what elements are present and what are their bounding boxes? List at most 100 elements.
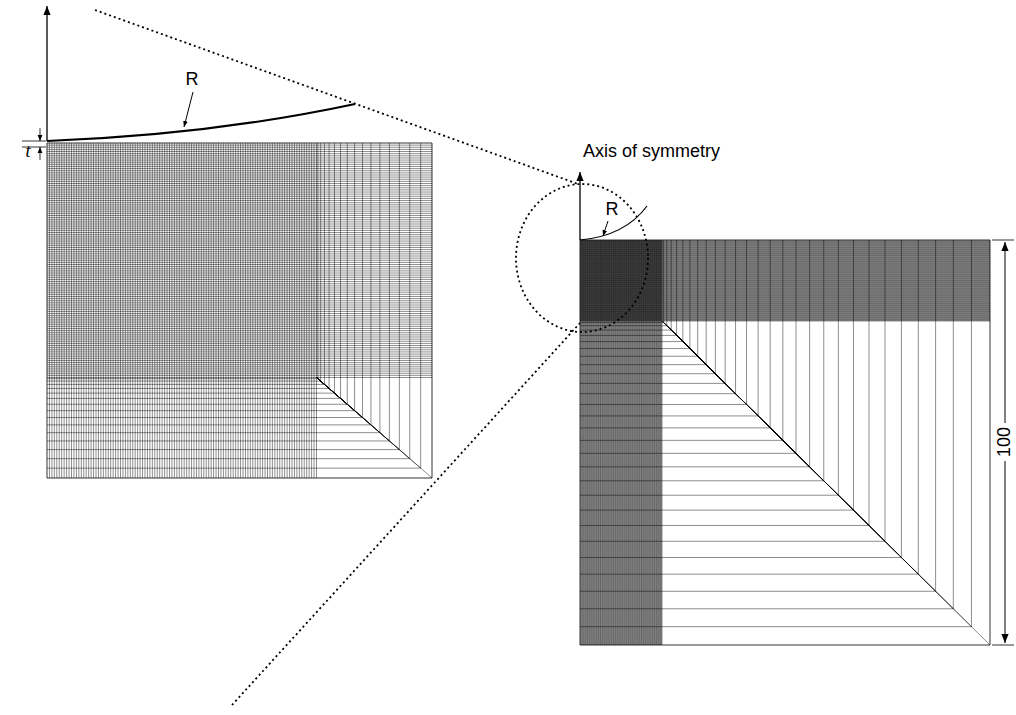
mesh-line [47,192,432,193]
mesh-line [580,321,990,322]
mesh-line [220,143,221,478]
mesh-line [47,168,432,169]
mesh-line [580,310,990,311]
mesh-line [642,240,643,645]
mesh-line [580,309,990,310]
mesh-line [213,143,214,478]
mesh-line [655,240,656,645]
mesh-line [47,147,432,148]
mesh-line [580,302,990,303]
mesh-line [243,143,244,478]
mesh-line [47,307,432,308]
mesh-line [142,143,143,478]
mesh-line [169,143,170,478]
axis-label: Axis of symmetry [583,142,720,162]
dimension-arrow [40,128,41,141]
mesh-line [233,143,234,478]
mesh-line [47,339,432,340]
mesh-line [47,324,432,325]
mesh-line [47,296,432,297]
mesh-line [257,143,258,478]
mesh-line [648,240,649,645]
mesh-line [47,319,432,320]
mesh-line [646,240,647,645]
mesh-line [47,170,432,171]
mesh-line [47,189,432,190]
radius-label: R [186,70,199,90]
mesh-line [76,143,77,478]
mesh-line [127,143,128,478]
mesh-line [650,240,651,645]
mesh-line [47,273,432,274]
mesh-line [47,174,432,175]
mesh-line [47,219,432,220]
mesh-line [279,143,280,478]
mesh-line [66,143,67,478]
mesh-line [47,292,432,293]
mesh-line [47,356,432,357]
mesh-line [580,305,990,306]
dimension-tick [992,645,1014,646]
mesh-line [47,255,432,256]
mesh-line [216,143,217,478]
mesh-line [292,143,293,478]
leader-line [603,221,608,236]
mesh-line [147,143,148,478]
full-mesh [580,240,990,645]
mesh-line [47,143,432,478]
mesh-line [580,317,990,318]
mesh-line [580,306,990,307]
mesh-line [130,143,131,478]
mesh-line [282,143,283,478]
mesh-line [47,196,432,197]
mesh-line [47,143,329,388]
mesh-line [649,240,650,645]
mesh-line [78,143,79,478]
mesh-line [86,143,87,478]
mesh-line [47,179,432,180]
mesh-line [47,275,432,276]
mesh-line [47,202,432,203]
mesh-line [47,157,432,158]
mesh-line [580,303,990,304]
mesh-line [47,164,432,165]
mesh-line [49,143,50,478]
mesh-line [47,270,432,271]
mesh-line [580,308,990,309]
mesh-line [140,143,141,478]
mesh-line [580,314,990,315]
mesh-line [580,240,990,645]
mesh-line [47,211,432,212]
mesh-line [47,287,432,288]
mesh-line [218,143,219,478]
mesh-line [47,371,432,372]
axis-arrow [46,6,47,141]
mesh-line [580,240,667,326]
mesh-line [47,326,432,327]
mesh-line [47,375,432,376]
radius-label: R [606,200,619,220]
mesh-line [580,300,990,301]
zoom-line [95,10,578,184]
mesh-line [580,314,990,315]
mesh-line [647,240,648,645]
mesh-line [171,143,172,478]
mesh-line [47,373,432,374]
mesh-line [47,311,432,312]
mesh-line [54,143,55,478]
mesh-line [47,343,432,344]
mesh-line [47,253,432,254]
mesh-line [201,143,202,478]
mesh-line [230,143,231,478]
mesh-line [228,143,229,478]
mesh-line [653,240,654,645]
mesh-line [110,143,111,478]
mesh-line [47,294,432,295]
leader-line [184,92,193,127]
mesh-line [47,204,432,205]
mesh-line [306,143,307,478]
mesh-line [181,143,182,478]
mesh-line [580,315,990,316]
mesh-line [47,366,432,367]
mesh-line [47,266,432,267]
